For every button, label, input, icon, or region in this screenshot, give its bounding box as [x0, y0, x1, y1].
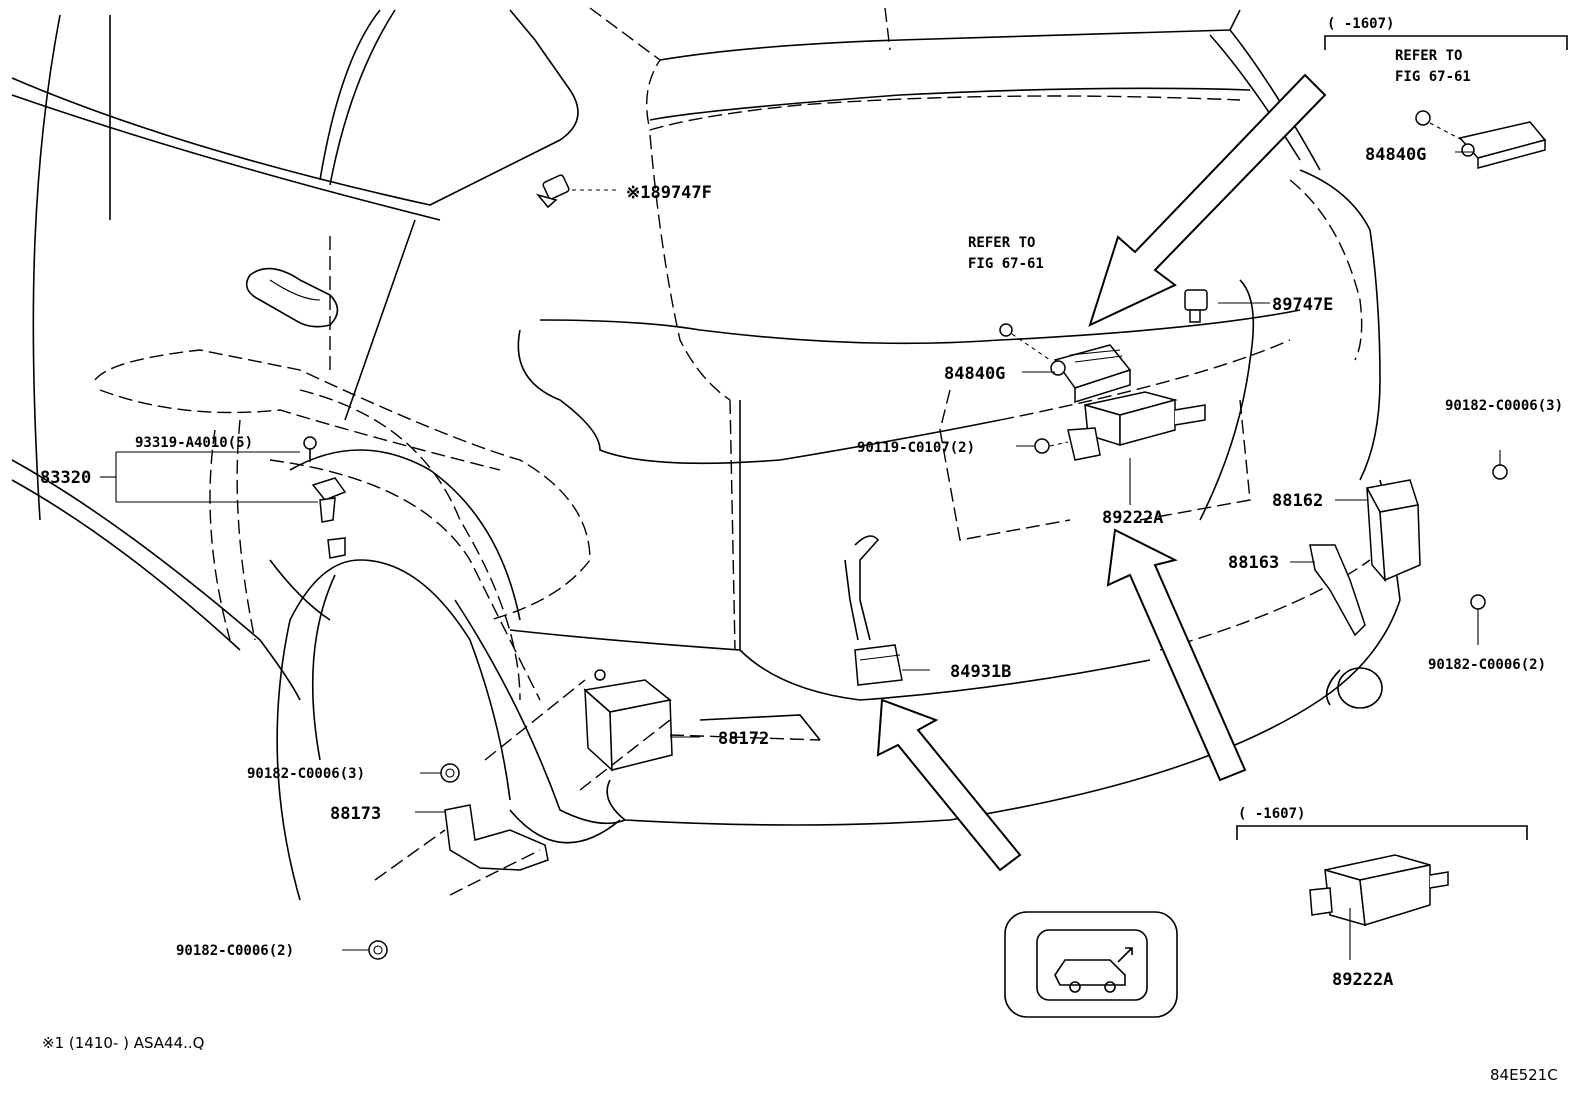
- bracket-88173-part: [374, 804, 549, 896]
- nut-90182-left-3-part: [440, 763, 460, 783]
- label-88172: 88172: [718, 729, 769, 749]
- label-84840G-top: 84840G: [1365, 145, 1426, 165]
- refer-to-top-line2: FIG 67-61: [1395, 69, 1471, 85]
- nut-90182-left-2-part: [368, 940, 388, 960]
- sensor-84840G-mid-part: [999, 323, 1132, 404]
- refer-to-top-line1: REFER TO: [1395, 48, 1462, 64]
- label-93319: 93319-A4010(5): [135, 435, 253, 451]
- drawing-code: 84E521C: [1490, 1066, 1558, 1084]
- sensor-84840G-top-part: [1415, 110, 1547, 169]
- label-84840G-mid: 84840G: [944, 364, 1005, 384]
- refer-to-mid-line2: FIG 67-61: [968, 256, 1044, 272]
- inset-label-top: ( -1607): [1327, 16, 1394, 32]
- label-89222A-mid: 89222A: [1102, 508, 1163, 528]
- arrow-up-left: [876, 698, 1022, 872]
- leader-lines: [100, 151, 1501, 960]
- module-88172-part: [484, 669, 821, 791]
- module-88162-part: [1365, 464, 1508, 610]
- refer-to-mid-line1: REFER TO: [968, 235, 1035, 251]
- footnote: ※1 (1410- ) ASA44..Q: [42, 1034, 204, 1052]
- inset-label-bottom: ( -1607): [1238, 806, 1305, 822]
- label-83320: 83320: [40, 468, 91, 488]
- label-89747E: 89747E: [1272, 295, 1333, 315]
- inset-bracket-bottom: [1236, 825, 1528, 840]
- vehicle-body-outline: [11, 9, 626, 901]
- switch-84931B-part: [844, 535, 903, 686]
- label-90182-right-2: 90182-C0006(2): [1428, 657, 1546, 673]
- label-90182-left-3: 90182-C0006(3): [247, 766, 365, 782]
- arrow-up-right: [1088, 73, 1327, 327]
- label-90182-right-3: 90182-C0006(3): [1445, 398, 1563, 414]
- module-89222A-inset-part: [1309, 854, 1449, 927]
- label-88163: 88163: [1228, 553, 1279, 573]
- clip-89747E-part: [1184, 289, 1208, 323]
- bolt-93319-part: [303, 436, 317, 462]
- label-89747F: ※189747F: [626, 183, 712, 203]
- label-89222A-inset: 89222A: [1332, 970, 1393, 990]
- vehicle-rear-outline: [509, 7, 1401, 826]
- tailgate-switch-inset: [1004, 911, 1178, 1018]
- label-90119: 90119-C0107(2): [857, 440, 975, 456]
- module-89222A-mid-part: [1034, 391, 1206, 461]
- label-88173: 88173: [330, 804, 381, 824]
- inset-bracket-top: [1324, 35, 1568, 50]
- clip-89747F-part: [535, 174, 620, 209]
- label-88162: 88162: [1272, 491, 1323, 511]
- bracket-83320-part: [311, 477, 347, 559]
- arrow-up-mid: [1106, 528, 1247, 782]
- bracket-88163-part: [1309, 544, 1366, 637]
- label-84931B: 84931B: [950, 662, 1011, 682]
- label-90182-left-2: 90182-C0006(2): [176, 943, 294, 959]
- part-labels: ※189747F REFER TO FIG 67-61 89747E 84840…: [40, 16, 1563, 1084]
